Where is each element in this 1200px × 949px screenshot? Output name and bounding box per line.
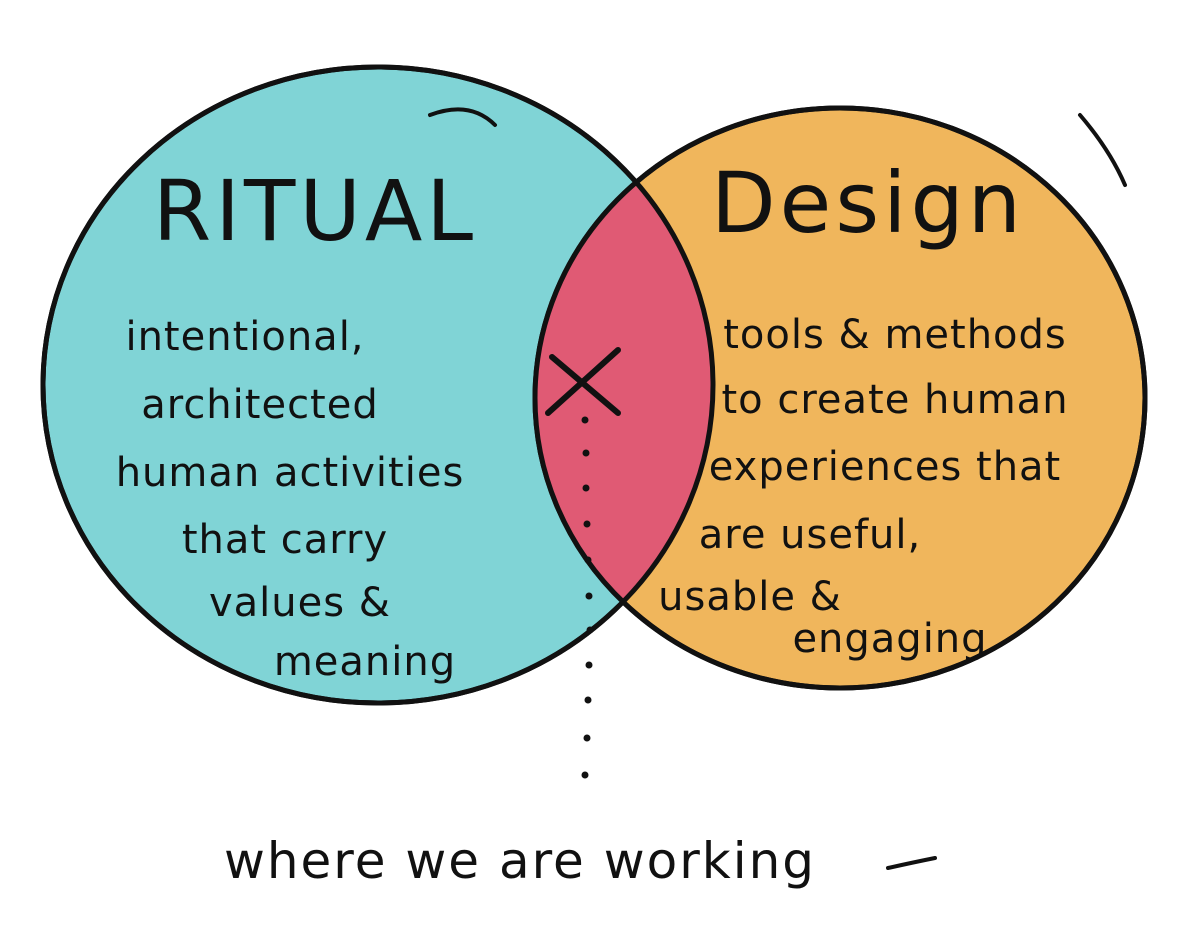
ritual-description-line: that carry <box>182 517 388 563</box>
design-description-line: usable & <box>658 574 842 620</box>
caption-flourish <box>886 856 937 870</box>
ritual-description-line: intentional, <box>125 314 364 360</box>
ritual-description-line: meaning <box>274 639 456 685</box>
design-description: tools & methods to create human experien… <box>658 312 1068 662</box>
ritual-description-line: architected <box>141 382 379 428</box>
caption: where we are working <box>224 832 816 890</box>
ritual-outline-tail <box>428 107 497 127</box>
x-mark-icon <box>545 347 621 416</box>
ritual-description-line: human activities <box>116 450 465 496</box>
design-description-line: are useful, <box>699 512 921 558</box>
ritual-title: RITUAL <box>153 162 477 260</box>
design-description-line: experiences that <box>709 444 1061 490</box>
design-outline-tail <box>1078 113 1127 187</box>
design-description-line: engaging <box>792 616 987 662</box>
design-description-line: tools & methods <box>723 312 1067 358</box>
ritual-description: intentional, architected human activitie… <box>116 314 465 685</box>
design-description-line: to create human <box>721 377 1068 423</box>
design-title: Design <box>711 154 1025 252</box>
dotted-pointer-line <box>581 416 594 779</box>
ritual-description-line: values & <box>209 580 391 626</box>
